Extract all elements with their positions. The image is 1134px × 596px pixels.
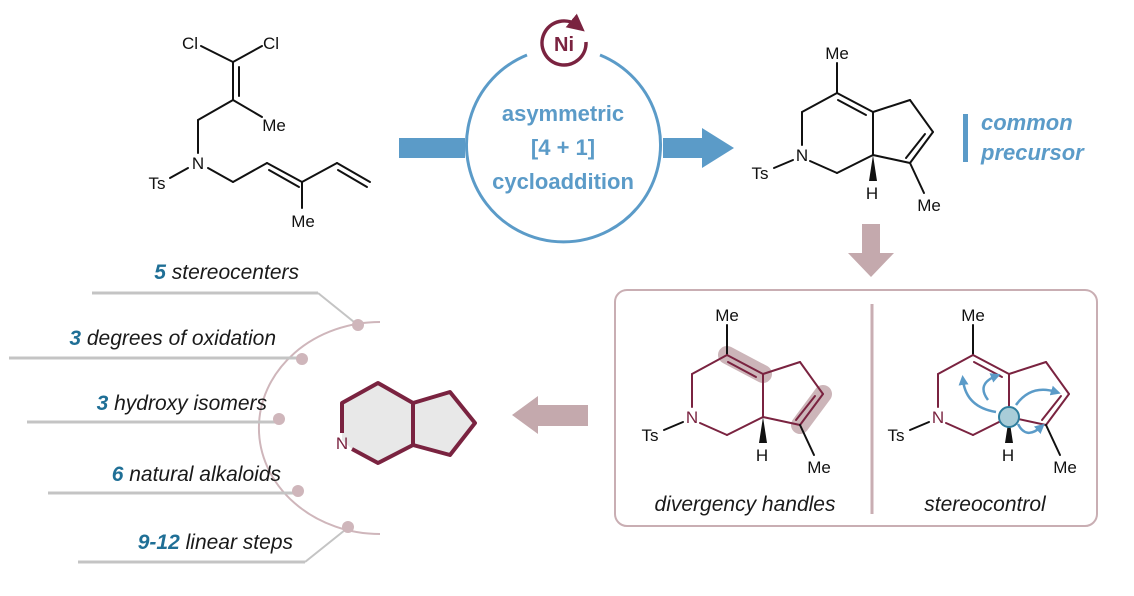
stat-text: natural alkaloids [129, 463, 281, 486]
stat-text: degrees of oxidation [87, 327, 276, 350]
common-precursor-tag: common precursor [963, 110, 1085, 165]
hydrogen-label: H [1002, 446, 1014, 465]
nickel-label: Ni [554, 34, 574, 56]
reaction-arrow-shaft [663, 138, 703, 158]
stat-text: stereocenters [172, 261, 300, 284]
stat-number: 6 [112, 463, 124, 486]
wedge-bond [869, 155, 877, 181]
catalysis-line-2: [4 + 1] [531, 135, 595, 160]
stereocontrol-caption: stereocontrol [924, 493, 1047, 516]
stat-dot-1 [352, 319, 364, 331]
divergency-panel: Me N Ts H Me divergency handles [642, 306, 836, 516]
tag-bar [963, 114, 968, 162]
starting-material-bonds [169, 45, 371, 209]
features-box-frame [614, 289, 1098, 527]
stat-text: hydroxy isomers [114, 392, 267, 415]
stereocenter-marker [998, 406, 1020, 428]
stat-text: linear steps [186, 531, 294, 554]
methyl-label-top: Me [825, 44, 849, 63]
tosyl-label: Ts [888, 426, 905, 445]
methyl-label-top: Me [715, 306, 739, 325]
stat-item-1: 5 stereocenters [154, 261, 299, 284]
stereo-induction-arrows [958, 373, 1061, 435]
catalysis-step: Ni asymmetric [4 + 1] cycloaddition [399, 13, 734, 244]
nickel-cycle-icon: Ni [540, 13, 588, 67]
stereocontrol-structure: Me N Ts H Me [888, 306, 1077, 477]
hydrogen-label: H [756, 446, 768, 465]
chlorine-label-right: Cl [263, 34, 279, 53]
methyl-label-top: Me [961, 306, 985, 325]
stat-item-5: 9-12 linear steps [138, 531, 294, 554]
stereocontrol-panel: Me N Ts H Me stereocontrol [888, 306, 1077, 516]
nitrogen-label: N [686, 408, 698, 427]
tag-line-1: common [981, 110, 1073, 135]
catalysis-line-1: asymmetric [502, 101, 624, 126]
tag-line-2: precursor [980, 140, 1085, 165]
stat-item-4: 6 natural alkaloids [112, 463, 282, 486]
stats-panel: 5 stereocenters 3 degrees of oxidation 3… [9, 261, 381, 564]
stat-item-2: 3 degrees of oxidation [69, 327, 276, 350]
stat-number: 3 [97, 392, 109, 415]
methyl-label-diene: Me [291, 212, 315, 231]
stat-dot-4 [292, 485, 304, 497]
stat-number: 3 [69, 327, 81, 350]
tosyl-label: Ts [752, 164, 769, 183]
chlorine-label-left: Cl [182, 34, 198, 53]
stat-item-3: 3 hydroxy isomers [97, 392, 268, 415]
methyl-label-vinyl: Me [262, 116, 286, 135]
reaction-arrow-tail [399, 138, 465, 158]
stat-number: 5 [154, 261, 166, 284]
stat-dot-5 [342, 521, 354, 533]
methyl-label-bottom: Me [917, 196, 941, 215]
stat-leader-connector-1 [317, 292, 355, 323]
nitrogen-label: N [932, 408, 944, 427]
down-arrow-icon [848, 224, 894, 277]
product-structure: Me N Ts H Me [752, 44, 941, 215]
stat-number: 9-12 [138, 531, 180, 554]
nitrogen-label: N [192, 154, 204, 173]
product-bonds [773, 62, 934, 194]
methyl-label-bottom: Me [1053, 458, 1077, 477]
tosyl-label: Ts [642, 426, 659, 445]
catalytic-cycle-ring [465, 53, 662, 244]
stat-dot-3 [273, 413, 285, 425]
starting-material: Cl Cl Me N Ts Me [149, 34, 371, 231]
stat-leader-connector-5 [304, 529, 346, 563]
nitrogen-label: N [796, 146, 808, 165]
stats-arc [257, 321, 381, 535]
bicyclic-skeleton: N [336, 381, 477, 465]
reaction-arrow-head-icon [702, 128, 734, 168]
left-arrow-icon [512, 396, 588, 434]
stat-dot-2 [296, 353, 308, 365]
hydrogen-label: H [866, 184, 878, 203]
catalysis-line-3: cycloaddition [492, 169, 634, 194]
skeleton-nitrogen-label: N [336, 434, 348, 453]
methyl-label-bottom: Me [807, 458, 831, 477]
divergency-caption: divergency handles [655, 493, 836, 516]
tosyl-label: Ts [149, 174, 166, 193]
features-box: Me N Ts H Me divergency handles [614, 289, 1098, 527]
divergency-structure: Me N Ts H Me [642, 306, 832, 477]
